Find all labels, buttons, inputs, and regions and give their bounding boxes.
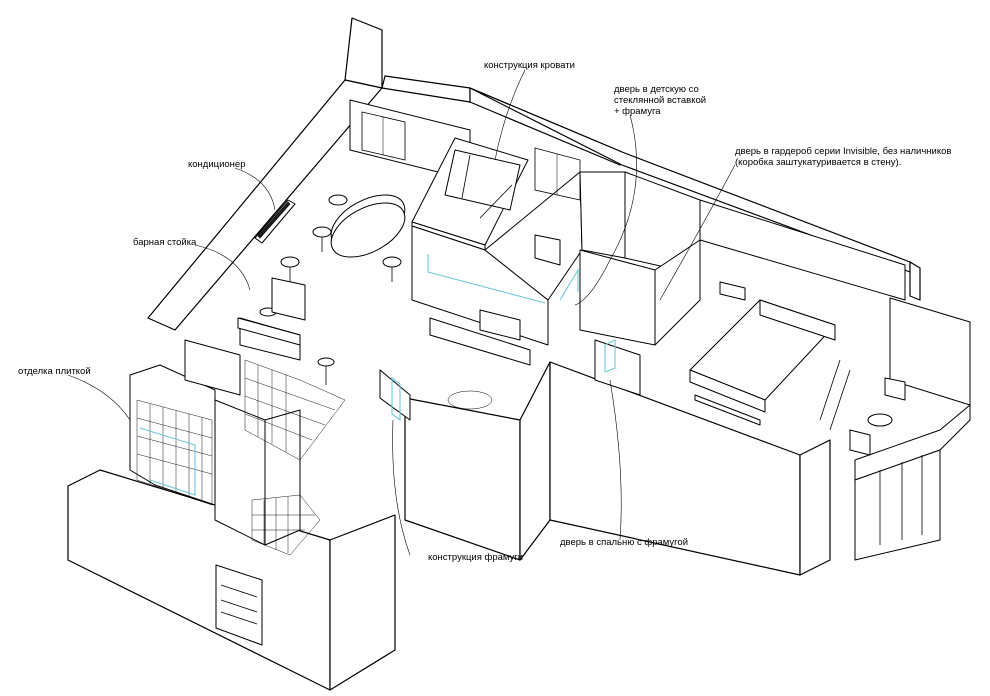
dining-furniture: [259, 194, 406, 385]
label-transom-construction: конструкция фрамуги: [428, 552, 524, 563]
leader-lines: [67, 69, 736, 556]
hall-rug: [447, 390, 493, 410]
label-bar-counter: барная стойка: [133, 237, 197, 248]
label-air-conditioner: кондиционер: [188, 159, 246, 170]
bedroom-bed: [689, 281, 836, 426]
tiled-floors: [136, 359, 346, 556]
nursery-glass: [391, 254, 616, 422]
air-conditioner-unit: [254, 199, 296, 244]
balcony: [819, 297, 971, 561]
bathroom-window: [215, 564, 263, 646]
label-tile-finish: отделка плиткой: [18, 366, 91, 377]
tv-unit: [429, 309, 531, 366]
label-nursery-door: дверь в детскую со стеклянной вставкой +…: [614, 84, 707, 117]
label-bedroom-door: дверь в спальню с фрамугой: [560, 537, 689, 548]
bar-counter-object: [237, 277, 306, 346]
nursery-bed: [444, 149, 561, 266]
label-wardrobe-door: дверь в гардероб серии Invisible, без на…: [735, 146, 952, 168]
label-bed-construction: конструкция кровати: [484, 60, 575, 71]
kitchen-windows: [361, 111, 581, 201]
